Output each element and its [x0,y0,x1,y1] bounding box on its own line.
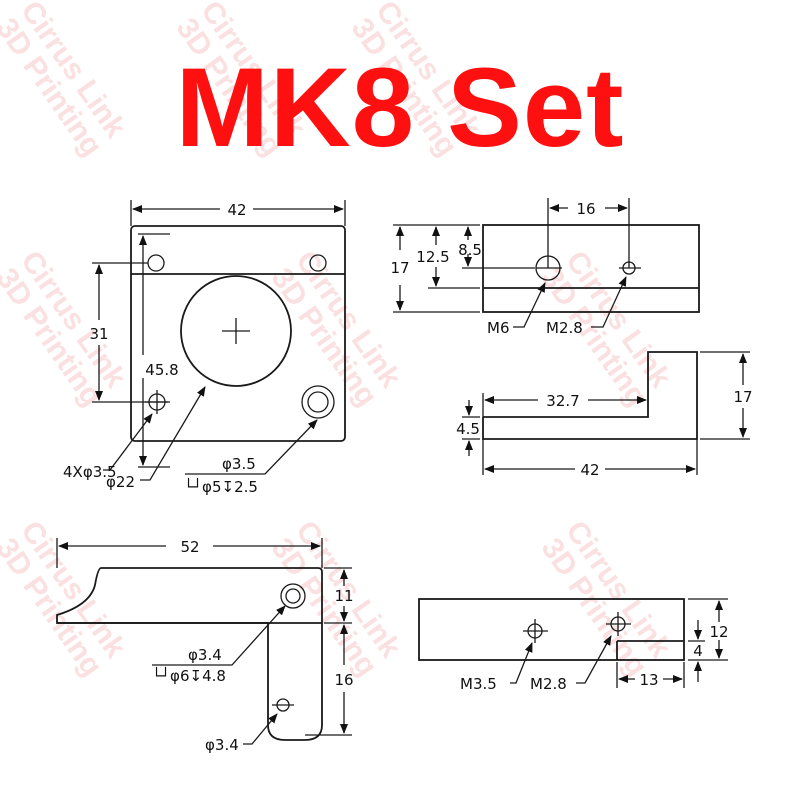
dim-height-8-5: 8.5 [458,241,482,259]
dim-length-42: 42 [580,461,599,479]
lever-outline [56,567,323,741]
mount-hole-tr [309,254,327,272]
dim-hole-spacing-31: 31 [89,325,108,343]
center-bore [180,275,292,387]
dim-height-17: 17 [733,388,752,406]
dim-height-12: 12 [709,623,728,641]
label-counterbore-hole: φ3.5 [222,455,256,473]
label-4x-holes: 4Xφ3.5 [63,463,117,481]
dim-step-32-7: 32.7 [546,392,579,410]
dim-height-45-8: 45.8 [145,361,178,379]
counterbore-outer [301,385,335,419]
label-counterbore-hole: φ3.4 [188,646,222,664]
label-m3-5: M3.5 [460,675,497,693]
counterbore-outer [280,583,306,609]
view-top-left-plate: 42 31 45.8 4Xφ3.5 φ22 φ3.5 └┘φ5↧2.5 [63,200,346,496]
dim-spacing-16: 16 [576,200,595,218]
dim-width-52: 52 [180,538,199,556]
page-title: MK8 Set [175,45,625,170]
dim-width-42: 42 [227,201,246,219]
label-m6: M6 [487,319,510,337]
label-m2-8: M2.8 [546,319,583,337]
view-bottom-left-lever: 52 11 16 φ3.4 └┘φ6↧4.8 φ3.4 [56,538,354,754]
view-bottom-right-block: M3.5 M2.8 13 12 4 [418,598,729,693]
view-top-right-side: 16 17 12.5 8.5 M6 M2.8 [390,198,700,337]
label-counterbore-spec: └┘φ5↧2.5 [184,477,258,496]
plate-outline [130,225,346,442]
view-mid-right-profile: 32.7 42 17 4.5 [456,351,753,479]
block-outline [418,598,685,661]
dim-height-17: 17 [390,259,409,277]
dim-tab-height-16: 16 [334,671,353,689]
counterbore-inner [307,391,329,413]
label-center-bore: φ22 [106,473,135,491]
dim-step-height-4: 4 [693,642,703,660]
label-counterbore-spec: └┘φ6↧4.8 [152,666,226,685]
counterbore-inner [285,588,301,604]
dim-thickness-4-5: 4.5 [456,420,480,438]
dim-step-13: 13 [639,671,658,689]
label-pivot-hole: φ3.4 [205,736,239,754]
dim-height-12-5: 12.5 [416,248,449,266]
profile-outline [482,351,698,440]
label-m2-8: M2.8 [530,675,567,693]
dim-arm-height-11: 11 [334,587,353,605]
mount-hole-tl [147,254,165,272]
